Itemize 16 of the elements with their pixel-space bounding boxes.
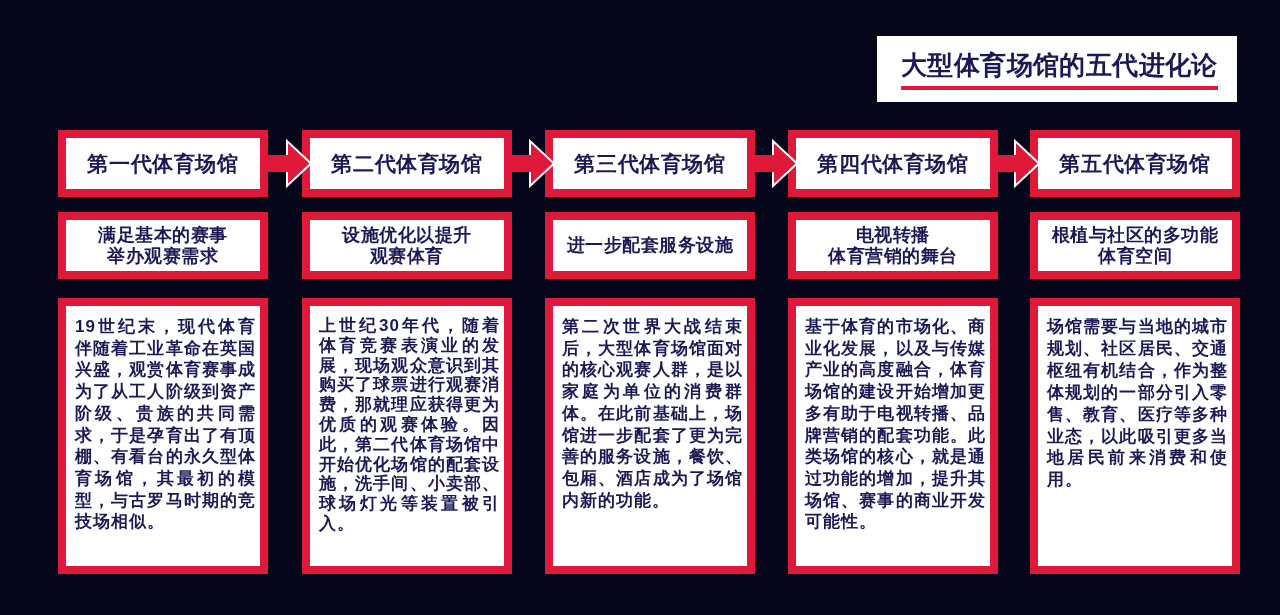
description-box: 基于体育的市场化、商业化发展，以及与传媒产业的高度融合，体育场馆的建设开始增加更多有助于电视转播、品牌营销的配套功能。此类场馆的核心，就是通过功能的增加，提升其场馆、赛事的商业开发可能性。 [788, 298, 998, 574]
generation-box: 第三代体育场馆 [545, 130, 755, 197]
description-box: 场馆需要与当地的城市规划、社区居民、交通枢纽有机结合，作为整体规划的一部分引入零售、教育、医疗等多种业态，以此吸引更多当地居民前来消费和使用。 [1030, 298, 1240, 574]
description-box: 上世纪30年代，随着体育竞赛表演业的发展，现场观众意识到其购买了球票进行观赛消费，那就理应获得更为优质的观赛体验。因此，第二代体育场馆中开始优化场馆的配套设施，洗手间、小卖部、球场灯光等装置被引入。 [302, 298, 512, 574]
generation-box: 第五代体育场馆 [1030, 130, 1240, 197]
generation-box: 第二代体育场馆 [302, 130, 512, 197]
theme-box: 进一步配套服务设施 [545, 212, 755, 279]
theme-box: 满足基本的赛事举办观赛需求 [58, 212, 268, 279]
theme-box: 电视转播体育营销的舞台 [788, 212, 998, 279]
theme-box: 设施优化以提升观赛体育 [302, 212, 512, 279]
generation-box: 第一代体育场馆 [58, 130, 268, 197]
description-box: 19世纪末，现代体育伴随着工业革命在英国兴盛，观赏体育赛事成为了从工人阶级到资产阶级、贵族的共同需求，于是孕育出了有顶棚、有看台的永久型体育场馆，其最初的模型，与古罗马时期的竞技场相似。 [58, 298, 268, 574]
description-box: 第二次世界大战结束后，大型体育场馆面对的核心观赛人群，是以家庭为单位的消费群体。在此前基础上，场馆进一步配套了更为完善的服务设施，餐饮、包厢、酒店成为了场馆内新的功能。 [545, 298, 755, 574]
theme-box: 根植与社区的多功能体育空间 [1030, 212, 1240, 279]
generation-box: 第四代体育场馆 [788, 130, 998, 197]
title: 大型体育场馆的五代进化论 [901, 50, 1218, 90]
